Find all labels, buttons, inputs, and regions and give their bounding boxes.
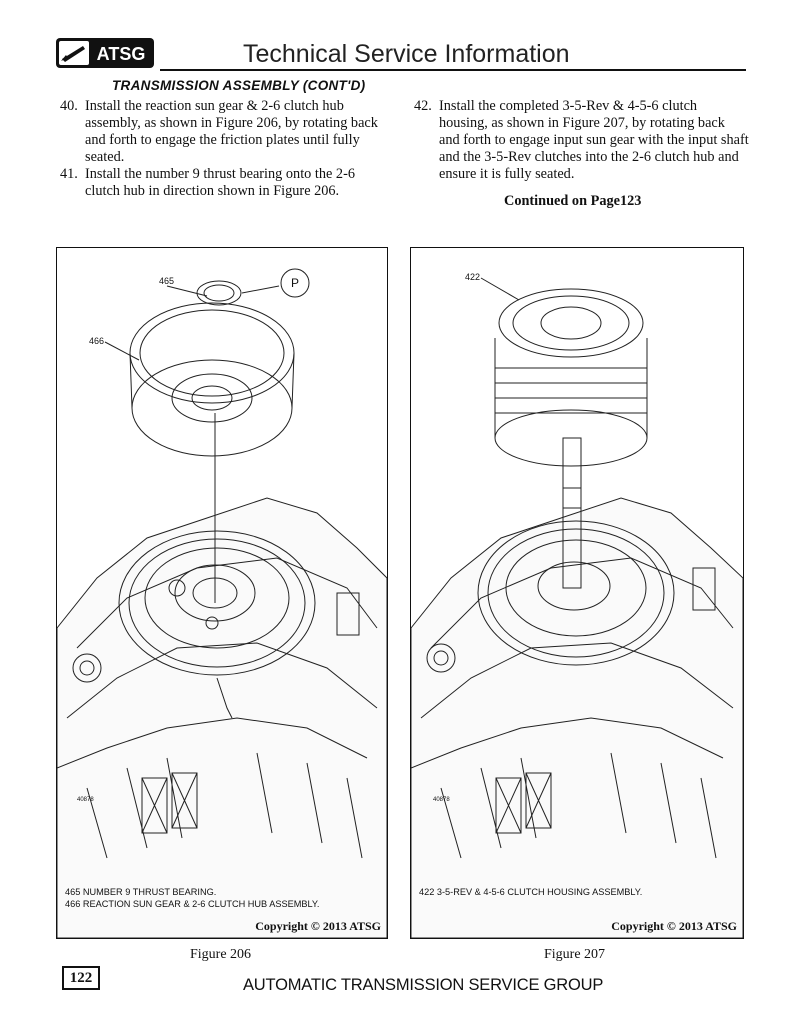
step-text: Install the reaction sun gear & 2-6 clut… <box>85 98 378 165</box>
header-divider <box>160 69 746 71</box>
step-42: 42. Install the completed 3-5-Rev & 4-5-… <box>414 98 749 183</box>
figure-206-drawing: 465 466 P 40878 <box>57 268 387 938</box>
page-number: 122 <box>62 966 100 990</box>
figure-207-legend: 422 3-5-REV & 4-5-6 CLUTCH HOUSING ASSEM… <box>419 886 642 898</box>
logo-text: ATSG <box>97 44 146 64</box>
step-number: 40. <box>60 98 78 114</box>
step-text: Install the number 9 thrust bearing onto… <box>85 166 355 199</box>
figure-206-copyright: Copyright © 2013 ATSG <box>255 919 381 933</box>
continued-note: Continued on Page123 <box>504 193 642 209</box>
callout-465: 465 <box>159 276 174 286</box>
page-header-title: Technical Service Information <box>243 40 570 68</box>
legend-item-466: 466 REACTION SUN GEAR & 2-6 CLUTCH HUB A… <box>65 899 320 909</box>
atsg-logo: ATSG <box>55 37 155 69</box>
figure-206-legend: 465 NUMBER 9 THRUST BEARING. 466 REACTIO… <box>65 886 319 910</box>
case-number: 40878 <box>433 797 450 803</box>
legend-item-465: 465 NUMBER 9 THRUST BEARING. <box>65 887 217 897</box>
step-number: 41. <box>60 166 78 182</box>
callout-466: 466 <box>89 336 104 346</box>
page-footer: AUTOMATIC TRANSMISSION SERVICE GROUP <box>243 976 604 994</box>
step-41: 41. Install the number 9 thrust bearing … <box>60 166 390 200</box>
instructions-left-column: 40. Install the reaction sun gear & 2-6 … <box>60 98 390 200</box>
figure-206-illustration: 465 466 P 40878 465 NUMBER 9 THRUST BEAR… <box>56 247 388 939</box>
step-40: 40. Install the reaction sun gear & 2-6 … <box>60 98 390 166</box>
instructions-right-column: 42. Install the completed 3-5-Rev & 4-5-… <box>414 98 749 183</box>
figure-207-caption: Figure 207 <box>544 947 606 962</box>
figure-207-copyright: Copyright © 2013 ATSG <box>611 919 737 933</box>
figure-207-illustration: 422 40878 422 3-5-REV & 4-5-6 CLUTCH HOU… <box>410 247 744 939</box>
case-number: 40878 <box>77 797 94 803</box>
legend-item-422: 422 3-5-REV & 4-5-6 CLUTCH HOUSING ASSEM… <box>419 887 643 897</box>
callout-p-icon: P <box>291 276 299 290</box>
section-title: TRANSMISSION ASSEMBLY (CONT'D) <box>112 78 366 93</box>
figure-207-drawing: 422 40878 <box>411 272 743 938</box>
callout-422: 422 <box>465 272 480 282</box>
step-number: 42. <box>414 98 432 114</box>
step-text: Install the completed 3-5-Rev & 4-5-6 cl… <box>439 98 749 182</box>
figure-206-caption: Figure 206 <box>190 947 252 962</box>
